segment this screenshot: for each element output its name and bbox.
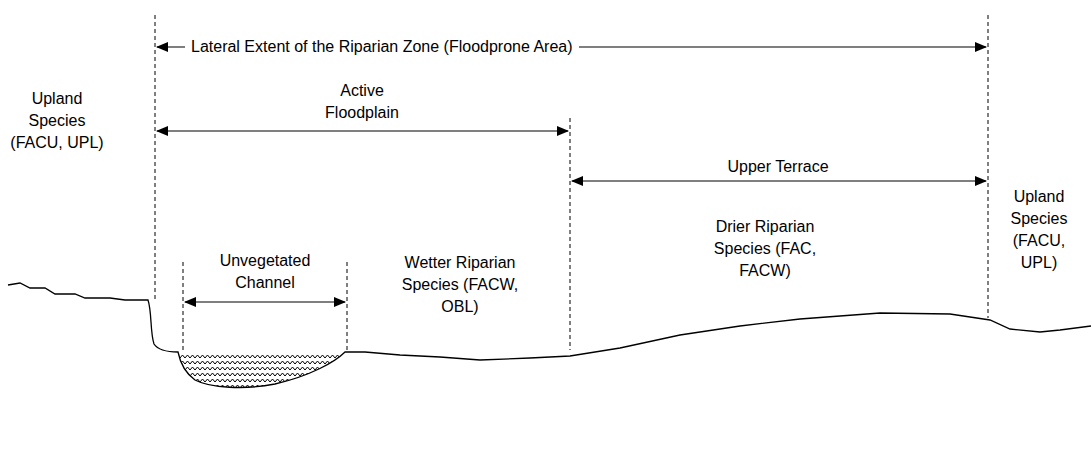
extent-arrows: [157, 47, 986, 302]
zone-label: Upper Terrace: [678, 156, 878, 178]
channel-label: Unvegetated Channel: [200, 250, 330, 294]
channel-water: [178, 352, 345, 387]
extent-label: Lateral Extent of the Riparian Zone (Flo…: [185, 36, 579, 58]
zone-label: Active Floodplain: [302, 80, 422, 124]
boundary-lines: [155, 15, 988, 350]
species-label: Wetter Riparian Species (FACW, OBL): [390, 252, 530, 318]
ground-profile: [8, 283, 1091, 387]
species-label: Drier Riparian Species (FAC, FACW): [695, 216, 835, 282]
species-label: Upland Species (FACU, UPL): [994, 186, 1084, 274]
species-label: Upland Species (FACU, UPL): [4, 88, 110, 154]
